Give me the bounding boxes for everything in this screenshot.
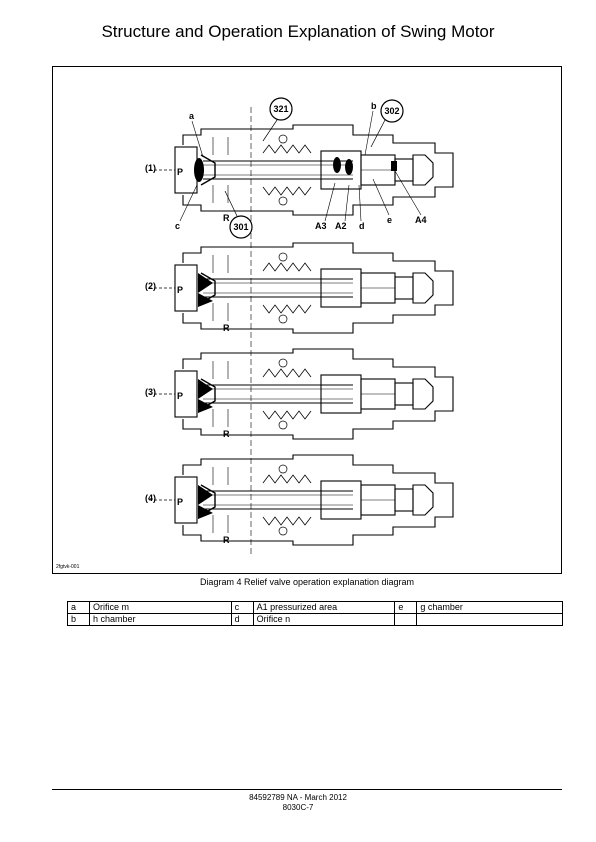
table-row: a Orifice m c A1 pressurized area e g ch… xyxy=(67,601,563,614)
state-label-1: (1) xyxy=(145,163,156,173)
relief-valve-diagram: (1) (2) (3) (4) P P P P R R R R 321 302 … xyxy=(145,97,454,557)
callout-a2: A2 xyxy=(335,221,347,231)
footer-page-number: 8030C-7 xyxy=(282,803,314,812)
callout-b: b xyxy=(371,101,377,111)
legend-key: c xyxy=(230,601,254,614)
port-r-2: R xyxy=(223,323,230,333)
legend-key: b xyxy=(67,613,90,626)
svg-text:321: 321 xyxy=(273,104,288,114)
page-title: Structure and Operation Explanation of S… xyxy=(101,22,495,41)
legend-key xyxy=(394,613,418,626)
legend-key: d xyxy=(230,613,254,626)
legend-key: a xyxy=(67,601,90,614)
legend-table: a Orifice m c A1 pressurized area e g ch… xyxy=(67,601,563,626)
valve-state-2 xyxy=(148,242,454,334)
port-p-2: P xyxy=(177,285,183,295)
footer-divider xyxy=(52,789,562,790)
callout-302: 302 xyxy=(370,99,404,148)
svg-text:302: 302 xyxy=(384,106,399,116)
legend-value: g chamber xyxy=(416,601,563,614)
port-p-4: P xyxy=(177,497,183,507)
legend-value: Orifice m xyxy=(88,601,232,614)
legend-value: A1 pressurized area xyxy=(252,601,396,614)
legend-key: e xyxy=(394,601,418,614)
state-label-4: (4) xyxy=(145,493,156,503)
legend-value: h chamber xyxy=(88,613,232,626)
figure-caption: Diagram 4 Relief valve operation explana… xyxy=(199,577,415,587)
state-label-2: (2) xyxy=(145,281,156,291)
callout-a: a xyxy=(189,111,195,121)
callout-c: c xyxy=(175,221,180,231)
diagram-frame: (1) (2) (3) (4) P P P P R R R R 321 302 … xyxy=(52,66,562,574)
callout-a4: A4 xyxy=(415,215,427,225)
state-label-3: (3) xyxy=(145,387,156,397)
port-p-3: P xyxy=(177,391,183,401)
footer-doc-number: 84592789 NA - March 2012 xyxy=(249,793,347,802)
valve-state-1 xyxy=(148,124,454,216)
callout-a3: A3 xyxy=(315,221,327,231)
port-r-1: R xyxy=(223,213,230,223)
valve-state-3 xyxy=(148,348,454,440)
callout-d: d xyxy=(359,221,365,231)
svg-text:301: 301 xyxy=(233,222,248,232)
callout-301: 301 xyxy=(224,190,253,239)
port-p-1: P xyxy=(177,167,183,177)
legend-value xyxy=(416,613,563,626)
valve-state-4 xyxy=(148,454,454,546)
port-r-3: R xyxy=(223,429,230,439)
legend-value: Orifice n xyxy=(252,613,396,626)
figure-id: 2fgtvk-001 xyxy=(56,564,80,570)
table-row: b h chamber d Orifice n xyxy=(67,613,563,626)
callout-321: 321 xyxy=(262,97,293,142)
port-r-4: R xyxy=(223,535,230,545)
callout-e: e xyxy=(387,215,392,225)
